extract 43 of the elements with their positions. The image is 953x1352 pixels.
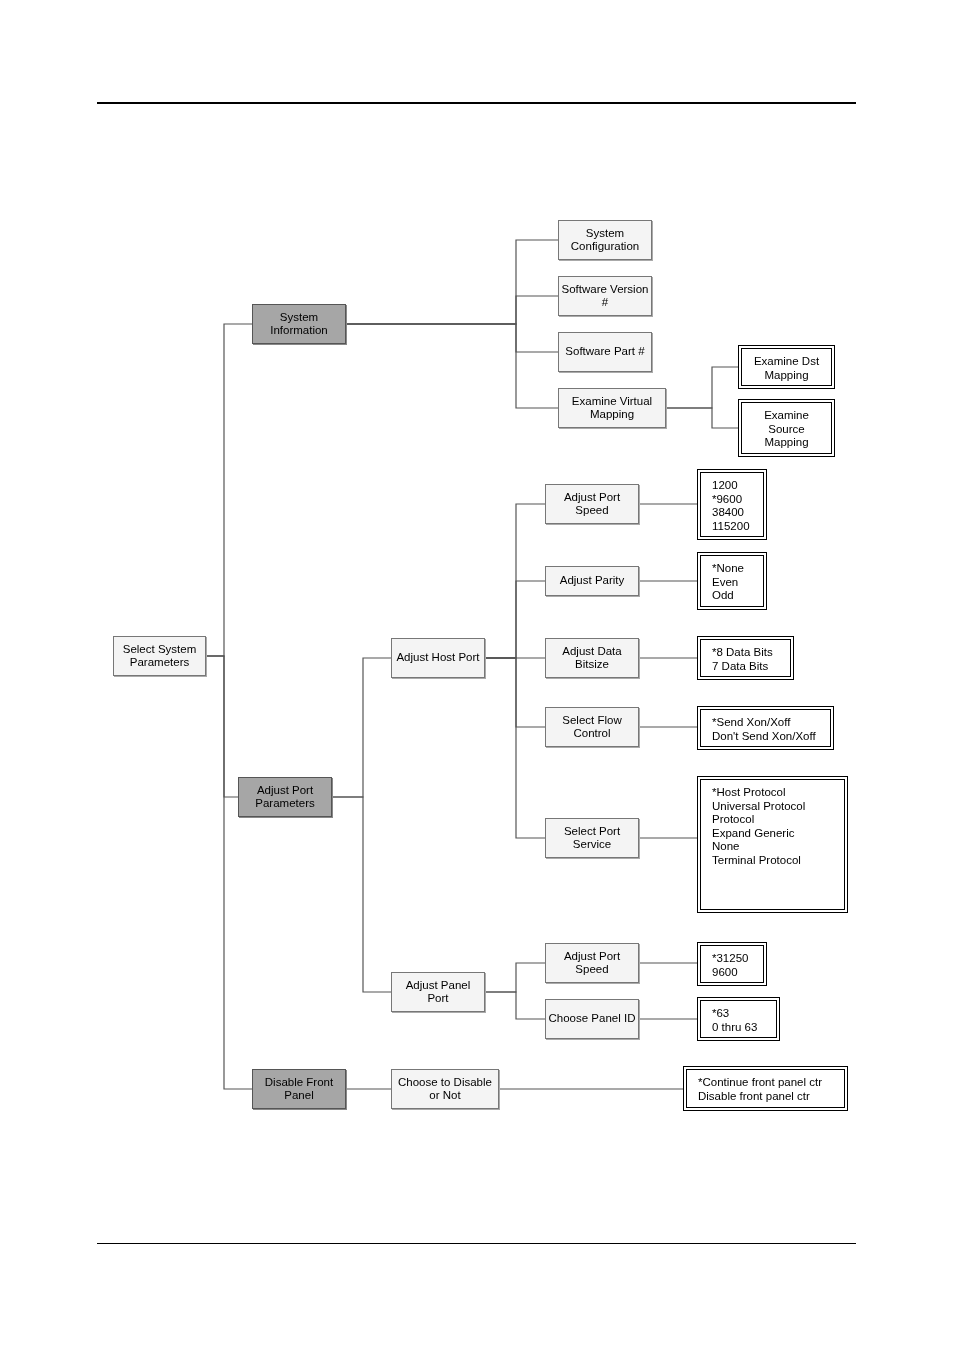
option-list-box: *Send Xon/Xoff Don't Send Xon/Xoff [697, 706, 834, 750]
option-list-box: 1200 *9600 38400 115200 [697, 469, 767, 540]
menu-box: Select Port Service [545, 818, 639, 858]
connector-line [205, 655, 253, 1090]
menu-box: Adjust Port Parameters [238, 777, 332, 817]
option-list-box: *31250 9600 [697, 942, 767, 986]
connector-line [331, 796, 392, 993]
menu-box: Adjust Host Port [391, 638, 485, 678]
connector-line [345, 323, 559, 409]
connector-line [638, 962, 698, 964]
menu-box: Adjust Data Bitsize [545, 638, 639, 678]
connector-line [345, 1088, 392, 1090]
connector-line [498, 1088, 684, 1090]
menu-box: Adjust Port Speed [545, 484, 639, 524]
menu-box: Adjust Panel Port [391, 972, 485, 1012]
menu-box: Software Part # [558, 332, 652, 372]
connector-line [665, 407, 739, 429]
connector-line [638, 726, 698, 728]
option-list-box: Examine Dst Mapping [738, 345, 835, 389]
connector-line [484, 991, 546, 1020]
menu-box: Adjust Parity [545, 566, 639, 596]
connector-line [638, 657, 698, 659]
connector-line [638, 1018, 698, 1020]
option-list-box: *Host Protocol Universal Protocol Protocol Expand Generic None Terminal Protocol [697, 776, 848, 913]
menu-box: Adjust Port Speed [545, 943, 639, 983]
menu-box: Examine Virtual Mapping [558, 388, 666, 428]
menu-box: Choose Panel ID [545, 999, 639, 1039]
menu-box: System Information [252, 304, 346, 344]
menu-box: Software Version # [558, 276, 652, 316]
option-list-box: *Continue front panel ctr Disable front panel ctr [683, 1066, 848, 1111]
option-list-box: Examine Source Mapping [738, 399, 835, 457]
menu-box: Select Flow Control [545, 707, 639, 747]
menu-box: Select System Parameters [113, 636, 206, 676]
connector-line [638, 580, 698, 582]
menu-box: Disable Front Panel [252, 1069, 346, 1109]
option-list-box: *8 Data Bits 7 Data Bits [697, 636, 794, 680]
option-list-box: *63 0 thru 63 [697, 997, 780, 1041]
menu-box: System Configuration [558, 220, 652, 260]
option-list-box: *None Even Odd [697, 552, 767, 610]
connector-line [638, 837, 698, 839]
connector-line [638, 503, 698, 505]
menu-box: Choose to Disable or Not [391, 1069, 499, 1109]
connector-line [484, 657, 546, 839]
